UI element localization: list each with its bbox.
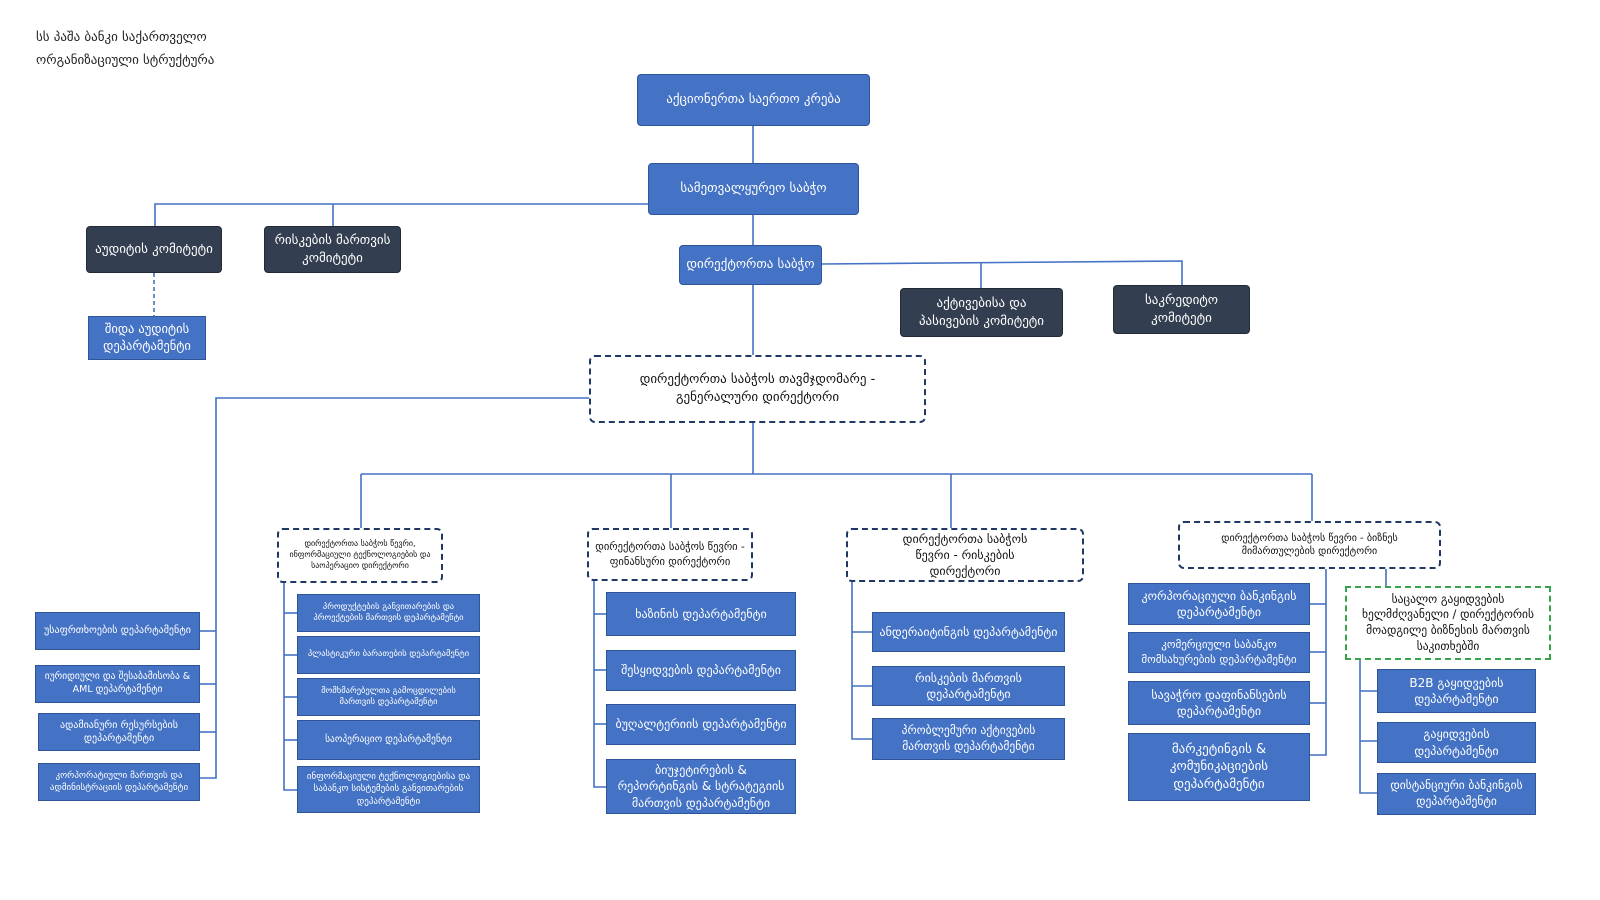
dept-commercial-banking: კომერციული საბანკო მომსახურების დეპარტამ… — [1128, 632, 1310, 673]
node-alco: აქტივებისა და პასივების კომიტეტი — [900, 288, 1063, 337]
node-ceo: დირექტორთა საბჭოს თავმჯდომარე - გენერალუ… — [589, 355, 926, 423]
company-name: სს პაშა ბანკი საქართველო — [36, 30, 207, 45]
node-cro: დირექტორთა საბჭოს წევრი - რისკების დირექ… — [846, 528, 1084, 582]
dept-treasury: ხაზინის დეპარტამენტი — [606, 592, 796, 636]
dept-it-development: ინფორმაციული ტექნოლოგიებისა და საბანკო ს… — [297, 766, 480, 813]
dept-security: უსაფრთხოების დეპარტამენტი — [35, 612, 200, 650]
node-credit-committee: საკრედიტო კომიტეტი — [1113, 285, 1250, 334]
dept-operations: საოპერაციო დეპარტამენტი — [297, 720, 480, 760]
node-cbo: დირექტორთა საბჭოს წევრი - ბიზნეს მიმართუ… — [1178, 521, 1441, 569]
dept-plastic-cards: პლასტიკური ბარათების დეპარტამენტი — [297, 636, 480, 674]
dept-product-development: პროდუქტების განვითარების და პროექტების მ… — [297, 594, 480, 632]
dept-risk-management: რისკების მართვის დეპარტამენტი — [872, 666, 1065, 706]
dept-procurement: შესყიდვების დეპარტამენტი — [606, 650, 796, 691]
dept-legal-aml: იურიდიული და შესაბამისობა & AML დეპარტამ… — [35, 665, 200, 703]
dept-b2b-sales: B2B გაყიდვების დეპარტამენტი — [1377, 669, 1536, 713]
node-audit-committee: აუდიტის კომიტეტი — [86, 226, 222, 273]
node-supervisory-board: სამეთვალყურეო საბჭო — [648, 163, 859, 215]
dept-underwriting: ანდერაიტინგის დეპარტამენტი — [872, 612, 1065, 652]
node-shareholders: აქციონერთა საერთო კრება — [637, 74, 870, 126]
dept-corporate-governance: კორპორატიული მართვის და ადმინისტრაციის დ… — [38, 763, 200, 801]
dept-marketing: მარკეტინგის & კომუნიკაციების დეპარტამენტ… — [1128, 733, 1310, 801]
node-retail-head: საცალო გაყიდვების ხელმძღვანელი / დირექტო… — [1345, 586, 1551, 660]
dept-customer-experience: მომხმარებელთა გამოცდილების მართვის დეპარ… — [297, 678, 480, 716]
chart-subtitle: ორგანიზაციული სტრუქტურა — [36, 53, 215, 68]
node-risk-committee: რისკების მართვის კომიტეტი — [264, 226, 401, 273]
dept-hr: ადამიანური რესურსების დეპარტამენტი — [38, 713, 200, 751]
dept-budgeting-strategy: ბიუჯეტირების & რეპორტინგის & სტრატეგიის … — [606, 759, 796, 814]
dept-remote-banking: დისტანციური ბანკინგის დეპარტამენტი — [1377, 773, 1536, 815]
node-coo: დირექტორთა საბჭოს წევრი, ინფორმაციული ტე… — [277, 528, 443, 583]
dept-accounting: ბუღალტერიის დეპარტამენტი — [606, 704, 796, 745]
node-management-board: დირექტორთა საბჭო — [679, 245, 822, 285]
dept-problem-assets: პრობლემური აქტივების მართვის დეპარტამენტ… — [872, 718, 1065, 760]
node-cfo: დირექტორთა საბჭოს წევრი - ფინანსური დირე… — [587, 528, 753, 581]
node-internal-audit: შიდა აუდიტის დეპარტამენტი — [88, 316, 206, 360]
dept-sales: გაყიდვების დეპარტამენტი — [1377, 722, 1536, 763]
dept-trade-finance: სავაჭრო დაფინანსების დეპარტამენტი — [1128, 681, 1310, 725]
dept-corporate-banking: კორპორაციული ბანკინგის დეპარტამენტი — [1128, 583, 1310, 625]
